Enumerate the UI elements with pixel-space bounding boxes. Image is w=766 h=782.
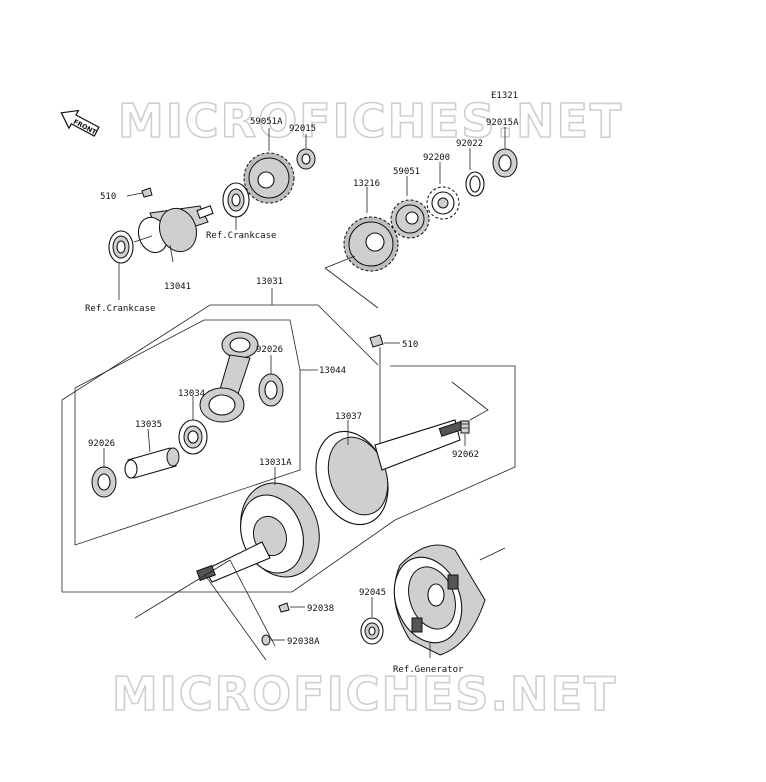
label-13044: 13044: [319, 366, 346, 376]
label-ref-crankcase-upper: Ref.Crankcase: [206, 231, 276, 241]
washer-icon: [492, 148, 518, 178]
watermark-bottom: MICROFICHES.NET: [112, 667, 617, 721]
generator-rotor-icon: [393, 544, 486, 656]
label-92045: 92045: [359, 588, 386, 598]
label-13035: 13035: [135, 420, 162, 430]
label-92026-lower: 92026: [88, 439, 115, 449]
bearing-icon: [360, 617, 384, 645]
label-92026-upper: 92026: [256, 345, 283, 355]
label-13031: 13031: [256, 277, 283, 287]
gear-icon: [343, 216, 399, 272]
gear-icon: [243, 152, 295, 204]
label-ref-crankcase-lower: Ref.Crankcase: [85, 304, 155, 314]
bearing-icon: [222, 182, 250, 218]
spring-icon: [460, 420, 470, 434]
label-510-mid: 510: [402, 340, 418, 350]
diagram-code: E1321: [491, 91, 518, 101]
washer-icon: [91, 466, 117, 498]
label-59051: 59051: [393, 167, 420, 177]
connecting-rod-icon: [199, 331, 259, 423]
gear-icon: [390, 199, 430, 239]
label-92062: 92062: [452, 450, 479, 460]
label-13034: 13034: [178, 389, 205, 399]
bearing-icon: [178, 419, 208, 455]
label-92015A: 92015A: [486, 118, 519, 128]
label-92038: 92038: [307, 604, 334, 614]
gear-icon: [426, 186, 460, 220]
label-13041: 13041: [164, 282, 191, 292]
crankpin-icon: [124, 447, 180, 479]
front-arrow-icon: FRONT: [60, 109, 100, 137]
flywheel-icon: [315, 419, 464, 526]
label-92015: 92015: [289, 124, 316, 134]
label-92200: 92200: [423, 153, 450, 163]
label-510-top: 510: [100, 192, 116, 202]
washer-icon: [261, 634, 271, 646]
key-icon: [369, 334, 384, 348]
label-59051A: 59051A: [250, 117, 283, 127]
label-92038A: 92038A: [287, 637, 320, 647]
label-ref-generator: Ref.Generator: [393, 665, 464, 675]
washer-icon: [465, 171, 485, 197]
bearing-icon: [108, 230, 134, 264]
watermark-top: MICROFICHES.NET: [118, 94, 623, 148]
key-icon: [141, 187, 153, 198]
label-92022: 92022: [456, 139, 483, 149]
label-13216: 13216: [353, 179, 380, 189]
label-13031A: 13031A: [259, 458, 292, 468]
label-13037: 13037: [335, 412, 362, 422]
crankshaft-icon: [133, 205, 214, 254]
washer-icon: [296, 148, 316, 170]
key-icon: [278, 602, 290, 613]
washer-icon: [258, 373, 284, 407]
crankshaft-icon: [196, 482, 320, 583]
